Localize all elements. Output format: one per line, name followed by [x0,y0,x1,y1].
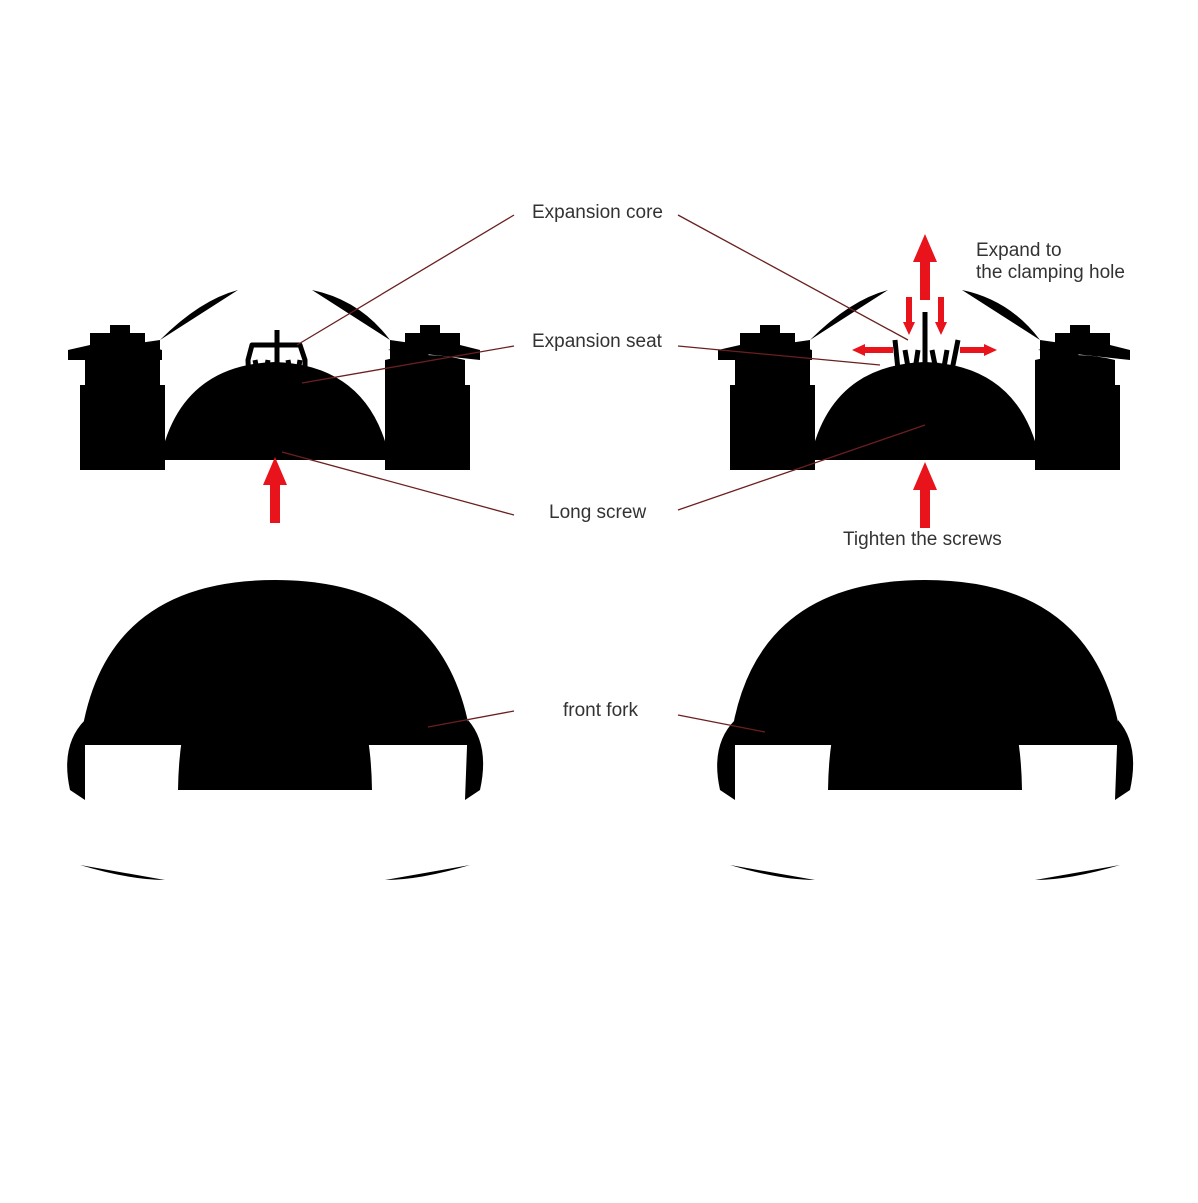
up-arrow-icon-right-top [913,234,937,300]
label-tighten: Tighten the screws [843,529,1002,550]
label-expand-line1: Expand to [976,240,1062,261]
expand-arrows [852,297,997,356]
label-long-screw: Long screw [549,502,647,523]
label-expansion-core: Expansion core [532,202,663,223]
expansion-plug-icon-right [859,312,988,428]
up-arrow-icon-left [263,457,287,523]
leader-lines [281,214,926,733]
expansion-plug-icon-left [215,330,333,449]
label-expansion-seat: Expansion seat [532,331,662,352]
front-fork-left [67,180,484,1050]
front-fork-right [717,180,1134,1050]
label-expand-line2: the clamping hole [976,262,1125,283]
label-front-fork: front fork [563,700,638,721]
up-arrow-icon-right-bottom [913,462,937,528]
